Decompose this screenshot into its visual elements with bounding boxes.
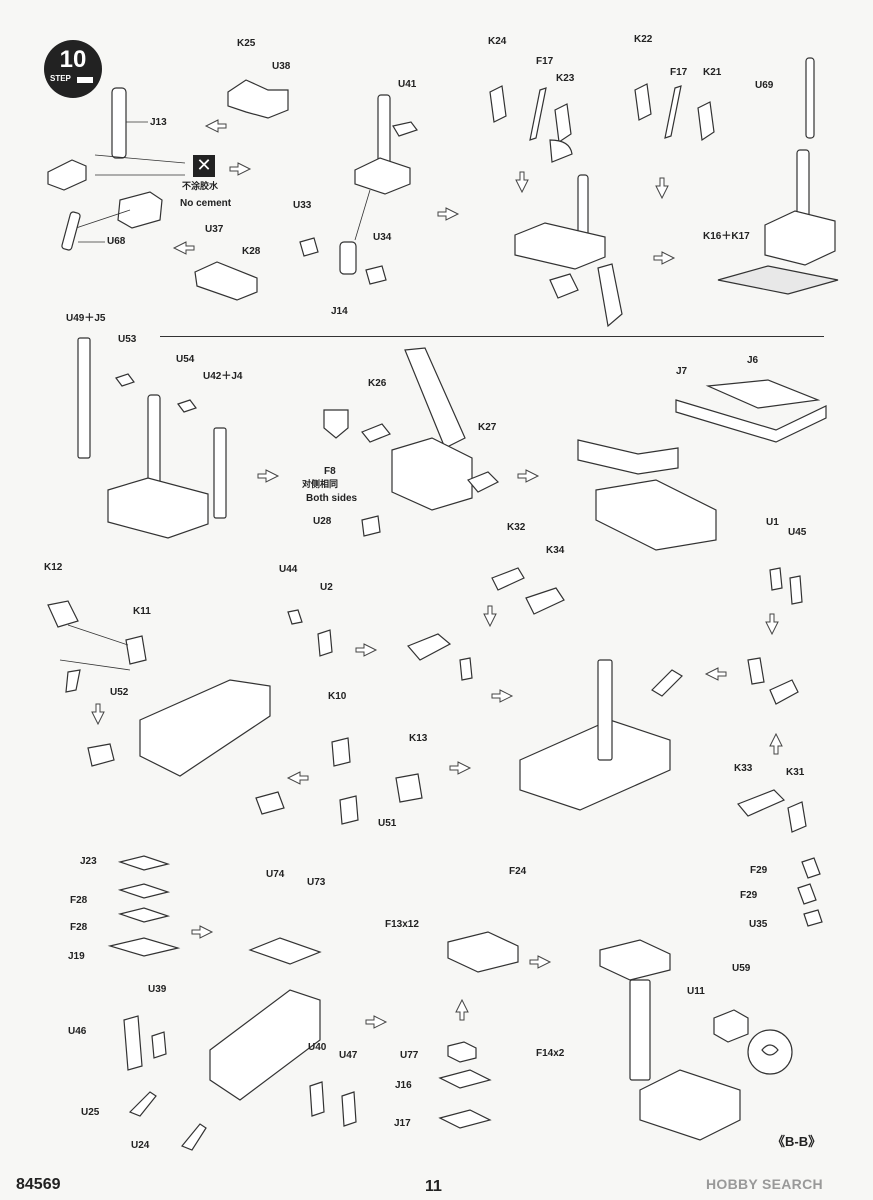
part-label: U46: [68, 1026, 87, 1037]
section-label: 《B-B》: [772, 1134, 822, 1149]
part-label: J19: [68, 951, 85, 962]
part-label: J6: [747, 355, 759, 366]
part-label: U35: [749, 919, 768, 930]
part-label: U69: [755, 80, 774, 91]
product-code: 84569: [16, 1176, 61, 1193]
part-label: U28: [313, 516, 332, 527]
part-label: K11: [133, 606, 151, 617]
section-divider: [160, 336, 824, 337]
part-label: U68: [107, 236, 126, 247]
part-label: U73: [307, 877, 326, 888]
part-label: K24: [488, 36, 507, 47]
step-bar: [77, 77, 93, 83]
part-label: U34: [373, 232, 392, 243]
part-label: J14: [331, 306, 348, 317]
part-label: K28: [242, 246, 261, 257]
part-label: K10: [328, 691, 347, 702]
page-number: 11: [425, 1178, 442, 1195]
part-label: K12: [44, 562, 63, 573]
part-label: F24: [509, 866, 527, 877]
part-label: K21: [703, 67, 722, 78]
part-label: U2: [320, 582, 333, 593]
part-label: K25: [237, 38, 256, 49]
part-label: U53: [118, 334, 137, 345]
part-label: J7: [676, 366, 688, 377]
part-label: U42＋J4: [203, 371, 243, 382]
part-label: K32: [507, 522, 526, 533]
part-label: F29: [750, 865, 768, 876]
part-label: K26: [368, 378, 387, 389]
step-word: STEP: [50, 74, 71, 83]
part-label: U54: [176, 354, 195, 365]
part-label: U38: [272, 61, 291, 72]
step-number: 10: [59, 46, 87, 73]
part-label: K22: [634, 34, 653, 45]
part-label: J17: [394, 1118, 411, 1129]
part-label: F29: [740, 890, 758, 901]
part-label: U51: [378, 818, 397, 829]
part-label: F28: [70, 922, 88, 933]
part-label: U1: [766, 517, 779, 528]
part-label: U52: [110, 687, 129, 698]
part-label: U45: [788, 527, 807, 538]
part-label: U39: [148, 984, 167, 995]
part-label: U77: [400, 1050, 419, 1061]
part-label: U59: [732, 963, 751, 974]
part-label: U11: [687, 986, 705, 997]
part-label: F14x2: [536, 1048, 565, 1059]
part-label: U49＋J5: [66, 313, 106, 324]
both-sides-en: Both sides: [306, 493, 358, 504]
watermark: HOBBY SEARCH: [706, 1176, 823, 1192]
part-label: U40: [308, 1042, 327, 1053]
part-label: J16: [395, 1080, 412, 1091]
part-label: U24: [131, 1140, 150, 1151]
part-label: K27: [478, 422, 497, 433]
part-label: K33: [734, 763, 753, 774]
part-label: U74: [266, 869, 285, 880]
part-label: U33: [293, 200, 312, 211]
part-label: U41: [398, 79, 417, 90]
part-label: F17: [670, 67, 688, 78]
part-label: F13x12: [385, 919, 419, 930]
part-label: F8: [324, 466, 336, 477]
part-label: K13: [409, 733, 428, 744]
part-label: K16＋K17: [703, 231, 750, 242]
part-label: J23: [80, 856, 97, 867]
part-label: U37: [205, 224, 224, 235]
part-label: K31: [786, 767, 805, 778]
part-label: U44: [279, 564, 298, 575]
part-label: K34: [546, 545, 565, 556]
both-sides-cn: 对侧相同: [302, 479, 339, 489]
no-cement-cn: 不涂胶水: [182, 181, 219, 191]
part-label: U47: [339, 1050, 358, 1061]
part-label: U25: [81, 1107, 100, 1118]
part-label: F17: [536, 56, 554, 67]
part-label: J13: [150, 117, 167, 128]
no-cement-icon: ✕: [193, 155, 215, 177]
part-label: K23: [556, 73, 575, 84]
step-badge: 10 STEP: [44, 40, 102, 98]
part-label: F28: [70, 895, 88, 906]
no-cement-en: No cement: [180, 198, 232, 209]
